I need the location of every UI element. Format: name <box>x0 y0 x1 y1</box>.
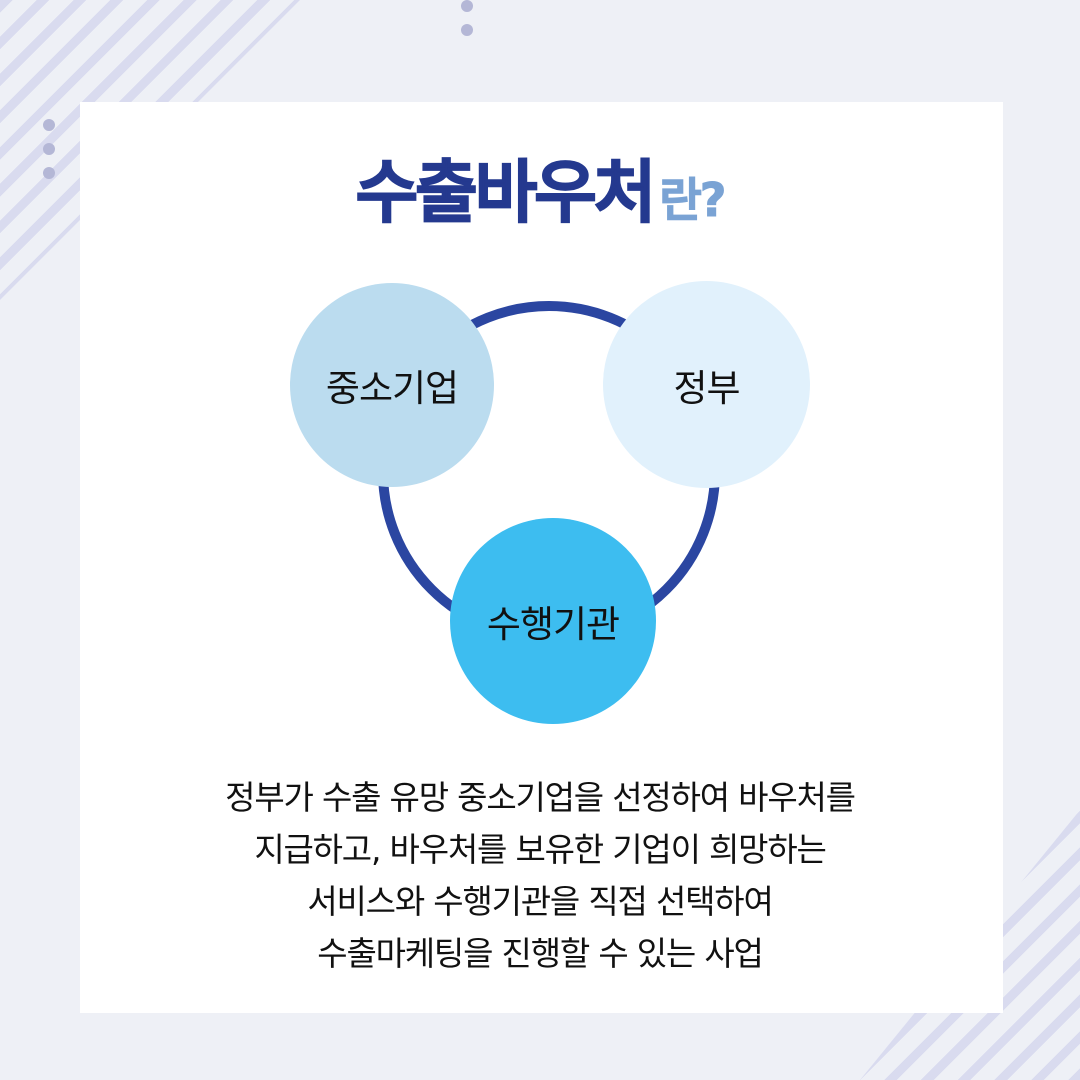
node-sme: 중소기업 <box>290 283 494 487</box>
description-line: 지급하고, 바우처를 보유한 기업이 희망하는 <box>254 830 827 869</box>
decorative-dot <box>43 143 55 155</box>
description-line: 서비스와 수행기관을 직접 선택하여 <box>307 882 773 921</box>
node-agency-label: 수행기관 <box>486 603 620 646</box>
description: 정부가 수출 유망 중소기업을 선정하여 바우처를 지급하고, 바우처를 보유한… <box>0 772 1080 980</box>
node-agency: 수행기관 <box>450 518 656 724</box>
title-main: 수출바우처 <box>355 154 657 233</box>
description-line: 정부가 수출 유망 중소기업을 선정하여 바우처를 <box>225 778 856 817</box>
node-sme-label: 중소기업 <box>325 367 459 410</box>
description-line: 수출마케팅을 진행할 수 있는 사업 <box>317 934 764 973</box>
node-government-label: 정부 <box>673 366 740 410</box>
decorative-dot <box>461 24 473 36</box>
title-suffix: 란? <box>659 173 727 227</box>
decorative-dot <box>461 0 473 12</box>
decorative-dot <box>43 167 55 179</box>
decorative-dot <box>43 119 55 131</box>
node-government: 정부 <box>603 281 810 488</box>
